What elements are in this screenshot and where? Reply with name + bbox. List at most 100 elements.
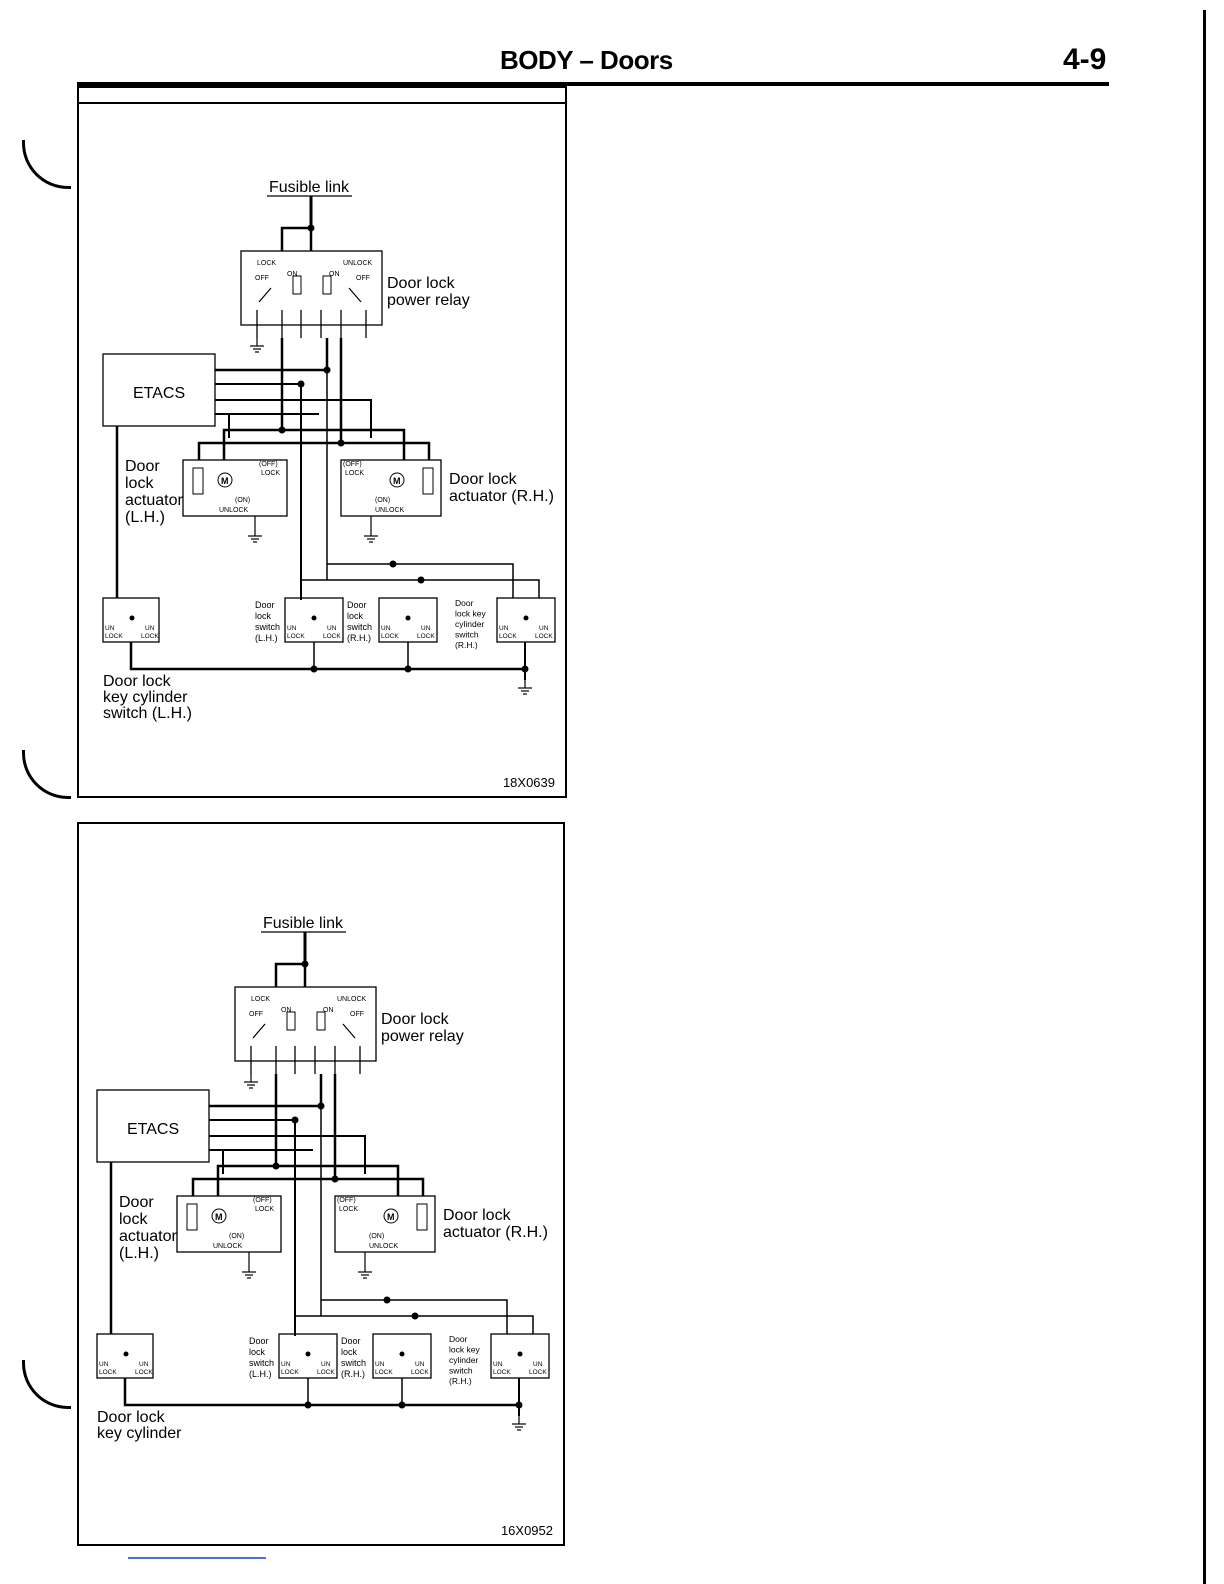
switch-rh-label: Door bbox=[347, 600, 367, 610]
key-cylinder-rh-label: (R.H.) bbox=[455, 640, 478, 650]
switch-lock-label: LOCK bbox=[529, 1369, 547, 1376]
switch-contact bbox=[517, 1351, 523, 1357]
door-lock-actuator-rh bbox=[334, 1195, 436, 1253]
actuator-lock-label: LOCK bbox=[255, 1206, 274, 1213]
switch-lock-label: LOCK bbox=[317, 1369, 335, 1376]
actuator-on-label: (ON) bbox=[369, 1233, 384, 1240]
switch-un-label: UN bbox=[493, 1361, 503, 1368]
relay-off-label: OFF bbox=[255, 275, 269, 282]
etacs-module bbox=[96, 1089, 210, 1163]
relay-unlock-label: UNLOCK bbox=[337, 996, 367, 1003]
motor-icon bbox=[389, 472, 405, 488]
door-lock-actuator-lh bbox=[182, 459, 288, 517]
actuator-on-label: (ON) bbox=[375, 497, 390, 504]
relay-coil bbox=[292, 275, 302, 295]
junction-dot bbox=[515, 1401, 523, 1409]
relay-contact bbox=[252, 1023, 266, 1039]
switch-un-label: UN bbox=[281, 1361, 291, 1368]
switch-lh-label: lock bbox=[249, 1347, 266, 1357]
actuator-unlock-label: UNLOCK bbox=[369, 1243, 399, 1250]
relay-contact bbox=[258, 287, 272, 303]
ground-bus-wire bbox=[129, 642, 525, 671]
switch-bus-wire bbox=[295, 1315, 534, 1334]
actuator-lock-label: LOCK bbox=[339, 1206, 358, 1213]
switch-lh-label: Door bbox=[255, 600, 275, 610]
actuator-rh-label: actuator (R.H.) bbox=[449, 488, 554, 505]
door-lock-actuator-lh bbox=[176, 1195, 282, 1253]
panel-divider bbox=[79, 102, 565, 104]
switch-rh-label: lock bbox=[347, 611, 364, 621]
switch-un-label: UN bbox=[321, 1361, 331, 1368]
diagram-code: 16X0952 bbox=[500, 1523, 553, 1538]
motor-symbol: M bbox=[387, 1212, 395, 1222]
etacs-label: ETACS bbox=[127, 1121, 179, 1138]
header-rule bbox=[77, 82, 1109, 86]
switch-lock-label: LOCK bbox=[135, 1369, 153, 1376]
switch-rh-label: lock bbox=[341, 1347, 358, 1357]
switch-lh-label: (L.H.) bbox=[255, 633, 278, 643]
actuator-lh-label: Door bbox=[125, 458, 160, 475]
motor-icon bbox=[211, 1208, 227, 1224]
actuator-off-label: (OFF) bbox=[253, 1197, 272, 1204]
relay-off-label: OFF bbox=[356, 275, 370, 282]
relay-off-label: OFF bbox=[350, 1011, 364, 1018]
key-cylinder-lh-label: key cylinder bbox=[103, 689, 188, 706]
switch-lock-label: LOCK bbox=[499, 633, 517, 640]
relay-contact bbox=[348, 287, 362, 303]
actuator-rh-label: Door lock bbox=[449, 471, 518, 488]
ptc-resistor-icon bbox=[422, 467, 434, 495]
actuator-lh-label: Door bbox=[119, 1194, 154, 1211]
key-cylinder-rh-label: Door bbox=[455, 598, 474, 608]
key-cylinder-lh-label: Door lock bbox=[97, 1409, 166, 1426]
actuator-lock-label: LOCK bbox=[261, 470, 280, 477]
etacs-wire bbox=[215, 413, 230, 438]
actuator-bus bbox=[216, 1164, 400, 1196]
relay-name-label: Door lock bbox=[387, 275, 456, 292]
switch-contact bbox=[399, 1351, 405, 1357]
etacs-relay-wire bbox=[215, 338, 329, 372]
diagram-code: 18X0639 bbox=[502, 775, 555, 790]
switch-lock-label: LOCK bbox=[375, 1369, 393, 1376]
binder-hole-mark bbox=[22, 140, 71, 189]
relay-name-label: power relay bbox=[387, 292, 470, 309]
etacs-relay-wire bbox=[209, 1074, 323, 1108]
actuator-lh-label: lock bbox=[125, 475, 154, 492]
switch-contact bbox=[305, 1351, 311, 1357]
relay-coil bbox=[322, 275, 332, 295]
junction-dot bbox=[398, 1401, 406, 1409]
switch-lock-label: LOCK bbox=[287, 633, 305, 640]
door-lock-power-relay bbox=[234, 986, 377, 1062]
relay-contact bbox=[342, 1023, 356, 1039]
actuator-unlock-label: UNLOCK bbox=[219, 507, 249, 514]
junction-dot bbox=[521, 665, 529, 673]
fusible-link-label: Fusible link bbox=[263, 915, 344, 932]
motor-symbol: M bbox=[393, 476, 401, 486]
switch-lock-label: LOCK bbox=[411, 1369, 429, 1376]
switch-lock-label: LOCK bbox=[381, 633, 399, 640]
key-cylinder-rh-label: lock key bbox=[455, 609, 486, 619]
door-lock-power-relay bbox=[240, 250, 383, 326]
actuator-off-label: (OFF) bbox=[259, 461, 278, 468]
switch-rh-label: switch bbox=[347, 622, 372, 632]
actuator-lh-label: (L.H.) bbox=[125, 509, 165, 526]
switch-un-label: UN bbox=[381, 625, 391, 632]
actuator-lh-label: (L.H.) bbox=[119, 1245, 159, 1262]
switch-lock-label: LOCK bbox=[323, 633, 341, 640]
binder-hole-mark bbox=[22, 750, 71, 799]
key-cylinder-rh-label: cylinder bbox=[455, 619, 484, 629]
relay-on-label: ON bbox=[329, 271, 340, 278]
page-number: 4-9 bbox=[1063, 43, 1107, 76]
relay-off-label: OFF bbox=[249, 1011, 263, 1018]
etacs-wire bbox=[215, 399, 372, 438]
junction-dot bbox=[304, 1401, 312, 1409]
switch-contact bbox=[123, 1351, 129, 1357]
motor-icon bbox=[217, 472, 233, 488]
relay-lock-label: LOCK bbox=[257, 260, 276, 267]
switch-rh-label: switch bbox=[341, 1358, 366, 1368]
switch-un-label: UN bbox=[287, 625, 297, 632]
switch-lh-label: Door bbox=[249, 1336, 269, 1346]
actuator-off-label: (OFF) bbox=[343, 461, 362, 468]
